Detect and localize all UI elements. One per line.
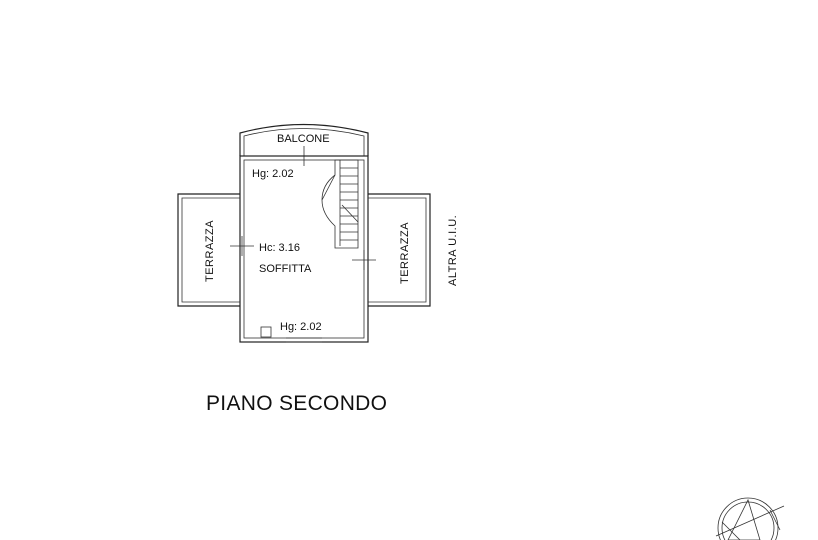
staircase	[321, 159, 359, 249]
terrace-left: TERRAZZA	[177, 193, 254, 307]
north-arrow-inner-circle	[721, 501, 775, 540]
height-top-label: Hg: 2.02	[252, 168, 294, 180]
balcony-label: BALCONE	[277, 133, 330, 145]
other-unit-label: ALTRA U.I.U.	[447, 215, 459, 286]
north-arrow-pointer	[715, 505, 785, 537]
height-center-label: Hc: 3.16	[259, 242, 300, 254]
attic-room	[239, 155, 369, 343]
terrace-left-inner	[181, 197, 240, 303]
floor-title: PIANO SECONDO	[206, 392, 387, 415]
terrace-right-label: TERRAZZA	[399, 222, 411, 284]
terrace-left-label: TERRAZZA	[204, 220, 216, 282]
stair-direction-arrow	[341, 204, 359, 223]
balcony-outline	[239, 123, 369, 156]
north-arrow-circle	[717, 497, 779, 540]
balcony-inner-outline	[243, 128, 365, 156]
terrace-right-inner	[368, 197, 427, 303]
terrace-left-outline	[177, 193, 240, 307]
stair-outline	[321, 159, 359, 249]
room-label: SOFFITTA	[259, 263, 312, 275]
north-arrow-mark-2	[769, 509, 781, 531]
terrace-right-outline	[368, 193, 431, 307]
north-arrow-mark	[721, 521, 741, 540]
height-bottom-label: Hg: 2.02	[280, 321, 322, 333]
north-arrow-icon	[715, 497, 785, 540]
north-arrow-head	[727, 498, 761, 540]
terrace-right: TERRAZZA	[352, 193, 431, 307]
shaft-square	[260, 326, 272, 338]
stair-winder	[321, 174, 336, 201]
